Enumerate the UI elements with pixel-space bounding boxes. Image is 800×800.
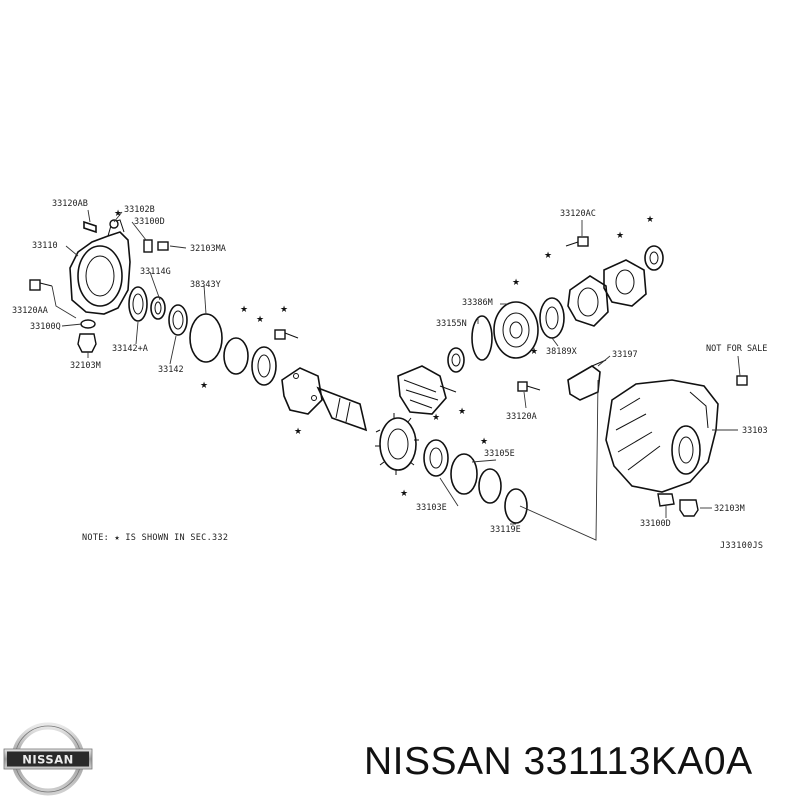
star-marker-icon: ★: [400, 489, 408, 499]
ring-33105e-small: [478, 468, 502, 504]
ring-33105e: [450, 453, 478, 495]
part-label: 33100D: [134, 217, 165, 227]
part-label: 33103E: [416, 503, 447, 513]
star-marker-icon: ★: [544, 251, 552, 261]
part-label: 38189X: [546, 347, 578, 357]
part-label: 32103M: [70, 361, 101, 371]
plug-33100d-right: [657, 493, 675, 507]
star-marker-icon: ★: [200, 381, 208, 391]
part-label: 33110: [32, 241, 58, 251]
part-label: 33155N: [436, 319, 467, 329]
star-marker-icon: ★: [294, 427, 302, 437]
seal-38189x: [539, 297, 565, 339]
part-label: 33386M: [462, 298, 493, 308]
bolt-33120aa: [29, 279, 53, 291]
star-marker-icon: ★: [646, 215, 654, 225]
star-marker-icon: ★: [458, 407, 466, 417]
star-marker-icon: ★: [432, 413, 440, 423]
star-marker-icon: ★: [114, 209, 122, 219]
nut-right: [644, 245, 664, 271]
o-ring-right: [223, 337, 249, 375]
washer-33100q: [80, 319, 96, 329]
logo-text: NISSAN: [22, 753, 73, 767]
part-title: NISSAN 331113KA0A: [364, 740, 753, 783]
bearing-33103e: [423, 439, 449, 477]
part-label: NOT FOR SALE: [706, 344, 767, 354]
part-label: 33100D: [640, 519, 671, 529]
part-label: 33120A: [506, 412, 537, 422]
washer-33155n: [447, 347, 465, 373]
o-ring-33155n: [471, 315, 493, 361]
star-marker-icon: ★: [512, 278, 520, 288]
star-marker-icon: ★: [240, 305, 248, 315]
snap-ring-33119e: [504, 488, 528, 524]
flange-right: [603, 259, 647, 307]
star-marker-icon: ★: [616, 231, 624, 241]
spacer-33114g: [150, 296, 166, 320]
part-label: 33102B: [124, 205, 155, 215]
part-label: 33120AC: [560, 209, 596, 219]
left-housing-cover: [69, 219, 131, 315]
small-bolt: [274, 329, 299, 340]
bolt-33120a: [517, 381, 541, 392]
bearing-33142: [168, 304, 188, 336]
ring-gear: [375, 413, 419, 475]
part-label: 33142+A: [112, 344, 148, 354]
star-marker-icon: ★: [280, 305, 288, 315]
part-label: 33120AB: [52, 199, 88, 209]
part-label: 33120AA: [12, 306, 48, 316]
nut-32103m-right: [679, 499, 699, 517]
part-label: 33119E: [490, 525, 521, 535]
part-label: 33100Q: [30, 322, 61, 332]
part-labels: 33120AB 33102B 33100D 33110 32103MA 3311…: [12, 199, 768, 535]
part-label: 33114G: [140, 267, 171, 277]
star-marker-icon: ★: [256, 315, 264, 325]
nissan-logo-icon: NISSAN: [3, 722, 93, 796]
part-label: 38343Y: [190, 280, 221, 290]
part-label: 33197: [612, 350, 638, 360]
bolt-33120ac: [565, 236, 589, 247]
part-label: 32103M: [714, 504, 745, 514]
star-marker-icon: ★: [530, 347, 538, 357]
diagram-note: NOTE: ★ IS SHOWN IN SEC.332: [82, 533, 228, 543]
cover-33120ac: [567, 275, 609, 327]
transfer-case-33103: [605, 379, 719, 493]
o-ring-38343y: [189, 313, 223, 363]
star-markers: ★ ★ ★ ★ ★ ★ ★ ★ ★ ★ ★ ★ ★ ★ ★: [114, 209, 654, 499]
bearing-33142a: [128, 286, 148, 322]
drive-pinion-gear: [397, 365, 457, 415]
bracket-33197: [567, 359, 607, 401]
part-label: 32103MA: [190, 244, 226, 254]
companion-flange-shaft: [281, 367, 368, 432]
part-label: 33105E: [484, 449, 515, 459]
oil-seal: [251, 346, 277, 386]
leader-lines: [51, 209, 741, 541]
part-label: 33142: [158, 365, 184, 375]
part-label: 33103: [742, 426, 768, 436]
star-marker-icon: ★: [480, 437, 488, 447]
plug-33100d-left: [143, 239, 169, 253]
not-for-sale-part: [736, 375, 748, 386]
bearing-33386m: [493, 301, 539, 359]
diagram-code: J33100JS: [720, 541, 763, 551]
bolt-33120ab: [83, 220, 97, 234]
nut-32103m-left: [77, 333, 97, 353]
